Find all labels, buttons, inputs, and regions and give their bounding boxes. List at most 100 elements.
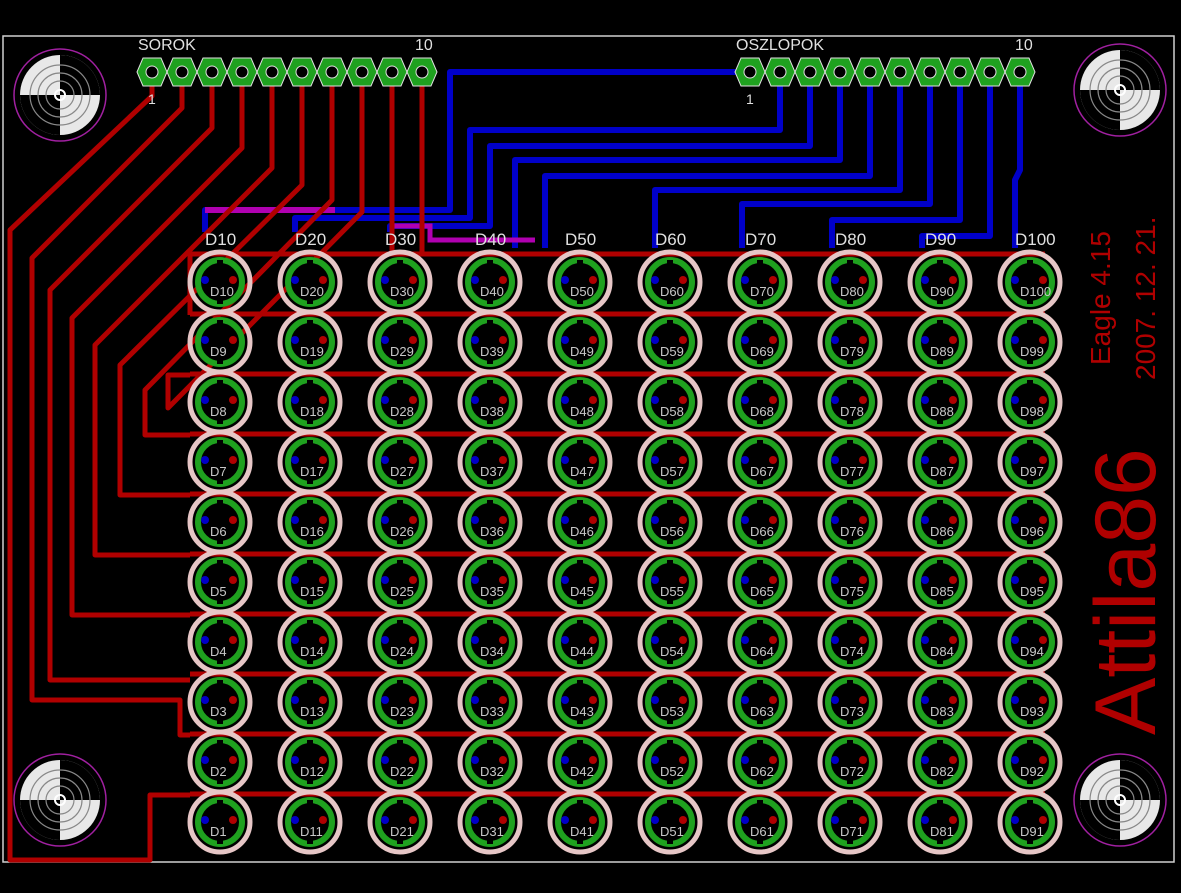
mounting-hole-bottom-right [1073, 753, 1167, 847]
led-label: D85 [930, 584, 954, 599]
led-label: D13 [300, 704, 324, 719]
rows-connector-label: SOROK [138, 37, 196, 54]
led-label: D2 [210, 764, 227, 779]
led-label: D21 [390, 824, 414, 839]
led-label: D79 [840, 344, 864, 359]
row-trace [29, 72, 190, 738]
led: D22 [367, 729, 433, 795]
led: D74 [817, 609, 883, 675]
led-label: D36 [480, 524, 504, 539]
led-label: D6 [210, 524, 227, 539]
led-label: D99 [1020, 344, 1044, 359]
led: D89 [907, 309, 973, 375]
led: D3 [187, 669, 253, 735]
led: D14 [277, 609, 343, 675]
led: D41 [547, 789, 613, 855]
led-label: D30 [390, 284, 414, 299]
led-label: D3 [210, 704, 227, 719]
led-label: D84 [930, 644, 954, 659]
led: D72 [817, 729, 883, 795]
column-trace [919, 72, 993, 248]
led: D47 [547, 429, 613, 495]
led-label: D60 [660, 284, 684, 299]
led: D86 [907, 489, 973, 555]
led-label: D43 [570, 704, 594, 719]
led: D71 [817, 789, 883, 855]
led: D61 [727, 789, 793, 855]
led-label: D19 [300, 344, 324, 359]
led-label: D78 [840, 404, 864, 419]
led: D97 [997, 429, 1063, 495]
led-label: D80 [840, 284, 864, 299]
led: D19 [277, 309, 343, 375]
led: D33 [457, 669, 523, 735]
led-label: D70 [750, 284, 774, 299]
led: D66 [727, 489, 793, 555]
led-label: D97 [1020, 464, 1044, 479]
led: D26 [367, 489, 433, 555]
led: D42 [547, 729, 613, 795]
led: D34 [457, 609, 523, 675]
led-label: D61 [750, 824, 774, 839]
led: D75 [817, 549, 883, 615]
led-label: D42 [570, 764, 594, 779]
led: D15 [277, 549, 343, 615]
mounting-hole-bottom-left [13, 753, 107, 847]
led: D16 [277, 489, 343, 555]
led-label: D59 [660, 344, 684, 359]
led-label: D100 [1020, 284, 1051, 299]
led-label: D27 [390, 464, 414, 479]
led-label: D96 [1020, 524, 1044, 539]
led: D56 [637, 489, 703, 555]
led-label: D44 [570, 644, 594, 659]
via-segment [390, 223, 535, 243]
cols-connector-label: OSZLOPOK [736, 37, 824, 54]
led: D67 [727, 429, 793, 495]
led-label: D51 [660, 824, 684, 839]
led-label: D62 [750, 764, 774, 779]
led-label: D88 [930, 404, 954, 419]
led-label: D74 [840, 644, 864, 659]
led-label: D31 [480, 824, 504, 839]
led: D73 [817, 669, 883, 735]
led-label: D54 [660, 644, 684, 659]
led-label: D53 [660, 704, 684, 719]
led-label: D37 [480, 464, 504, 479]
led-label: D41 [570, 824, 594, 839]
mounting-hole-top-left [13, 48, 107, 142]
column-trace [202, 69, 750, 232]
led: D83 [907, 669, 973, 735]
led: D38 [457, 369, 523, 435]
led-label: D12 [300, 764, 324, 779]
rows-connector-pin-last: 10 [415, 37, 433, 54]
row-trace [7, 72, 190, 863]
led: D45 [547, 549, 613, 615]
led: D31 [457, 789, 523, 855]
led: D29 [367, 309, 433, 375]
led: D51 [637, 789, 703, 855]
led: D12 [277, 729, 343, 795]
led-label: D26 [390, 524, 414, 539]
led: D11 [277, 789, 343, 855]
led-label: D81 [930, 824, 954, 839]
led: D80 [817, 249, 883, 315]
led: D96 [997, 489, 1063, 555]
led-label: D68 [750, 404, 774, 419]
led: D20 [277, 249, 343, 315]
led-label: D56 [660, 524, 684, 539]
led-label: D65 [750, 584, 774, 599]
led-label: D40 [480, 284, 504, 299]
led: D37 [457, 429, 523, 495]
led-label: D72 [840, 764, 864, 779]
rows-connector-pin-first: 1 [148, 91, 156, 107]
date-text: 2007. 12. 21. [1130, 217, 1161, 380]
led-label: D18 [300, 404, 324, 419]
led-label: D57 [660, 464, 684, 479]
column-label: D30 [385, 230, 416, 249]
top-copper-traces [7, 72, 1045, 863]
led-label: D8 [210, 404, 227, 419]
led: D2 [187, 729, 253, 795]
board-outline [2, 35, 1175, 863]
column-trace [512, 72, 843, 248]
